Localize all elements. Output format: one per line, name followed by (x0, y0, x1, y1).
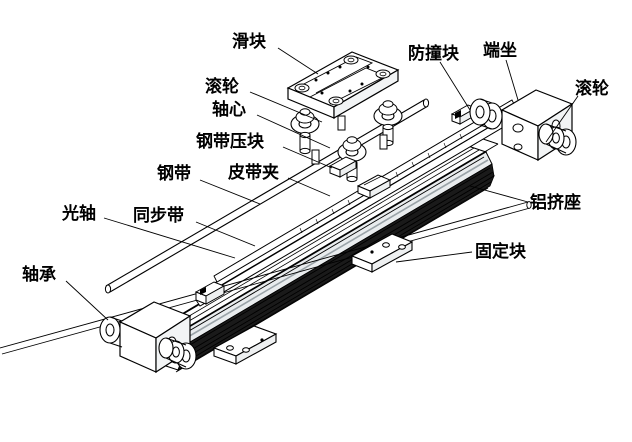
optical-shaft-part (104, 98, 430, 294)
guide-rod-lower (0, 201, 532, 355)
belt-clamp-part (356, 174, 392, 199)
leader-line-steel-belt (199, 179, 261, 205)
callout-label-end-seat: 端坐 (483, 41, 517, 61)
roller-assembly-left (290, 108, 320, 155)
leader-line-slider (277, 47, 319, 75)
callout-label-steel-belt-press-block: 钢带压块 (196, 132, 264, 152)
callout-label-anti-collision-block: 防撞块 (408, 44, 459, 64)
callout-label-slider: 滑块 (232, 32, 266, 52)
leader-line-timing-belt (195, 221, 256, 247)
leader-line-axle-center (256, 114, 331, 149)
roller-assembly-right (373, 100, 403, 147)
rail-clamp-left (194, 281, 226, 305)
callout-label-belt-clamp: 皮带夹 (228, 163, 279, 183)
leader-line-bearing (65, 280, 109, 321)
callout-label-aluminum-extrusion-base: 铝挤座 (530, 193, 581, 213)
leader-line-fixing-block (395, 251, 473, 263)
leader-line-end-seat (505, 59, 519, 101)
carriage-plate-part (286, 51, 400, 120)
callout-label-axle-center: 轴心 (212, 100, 246, 120)
callout-label-optical-shaft: 光轴 (62, 204, 96, 224)
end-seat-part (469, 89, 577, 162)
bearing-block-part (99, 301, 197, 374)
callout-label-roller-right: 滚轮 (575, 79, 609, 99)
axle-pins (311, 115, 388, 165)
leader-line-optical-shaft (103, 217, 236, 259)
roller-assembly-center (337, 136, 367, 183)
leader-line-aluminum-extrusion-base (469, 185, 529, 203)
callout-label-steel-belt: 钢带 (157, 164, 191, 184)
callout-label-roller-top: 滚轮 (205, 77, 239, 97)
leader-line-anti-collision-block (439, 61, 471, 111)
leader-line-roller-right (545, 95, 579, 143)
fixing-block-part-right (350, 233, 414, 273)
fixing-block-part-left (212, 325, 278, 365)
leader-line-roller-top (249, 91, 323, 123)
leader-line-belt-clamp (287, 177, 331, 197)
callout-label-fixing-block: 固定块 (475, 242, 526, 262)
leader-lines (65, 47, 579, 321)
steel-belt-press-block-part (328, 156, 358, 178)
callout-label-timing-belt: 同步带 (133, 206, 184, 226)
leader-line-steel-belt-press-block (282, 146, 333, 169)
callout-label-bearing: 轴承 (22, 265, 56, 285)
